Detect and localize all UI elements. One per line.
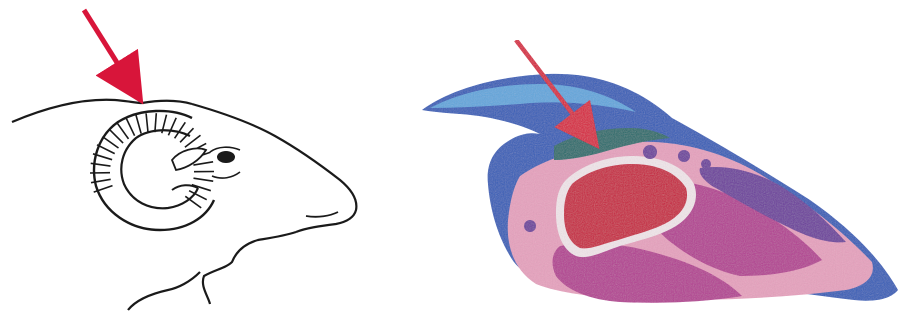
horn-outer-edge <box>94 111 214 230</box>
horn-ridge <box>192 185 211 191</box>
tissue-nodule <box>524 220 536 232</box>
ram-neck-outline <box>128 272 200 310</box>
tissue-nodule <box>643 145 657 159</box>
horn-ridge <box>103 137 119 148</box>
ram-jaw-outline <box>203 232 296 304</box>
horn-ridge <box>97 145 115 154</box>
horn-ridge <box>136 115 141 133</box>
horn-ridge <box>146 113 148 132</box>
horn-ridge <box>109 129 123 143</box>
ram-face-outline <box>192 104 356 232</box>
horn-ridge <box>185 135 201 147</box>
ram-horn <box>90 111 214 230</box>
ram-eye-crease <box>212 172 240 178</box>
ram-head-histological-section <box>422 40 898 303</box>
ram-head-line-drawing <box>12 10 356 310</box>
horn-ridge <box>126 118 134 135</box>
ram-eye <box>217 151 235 163</box>
ram-ear <box>172 148 206 170</box>
tissue-nodule <box>701 159 711 169</box>
horn-ridge <box>185 196 201 208</box>
horn-ridge <box>180 128 193 142</box>
ram-mouth-line <box>306 212 338 217</box>
horn-ridge <box>168 118 176 136</box>
horn-ridge <box>194 178 214 181</box>
horn-ridge <box>193 162 213 165</box>
horn-ridge <box>155 113 156 132</box>
tissue-nodule <box>678 150 690 162</box>
horn-ridge <box>117 123 128 139</box>
left-red-arrow <box>84 10 138 96</box>
